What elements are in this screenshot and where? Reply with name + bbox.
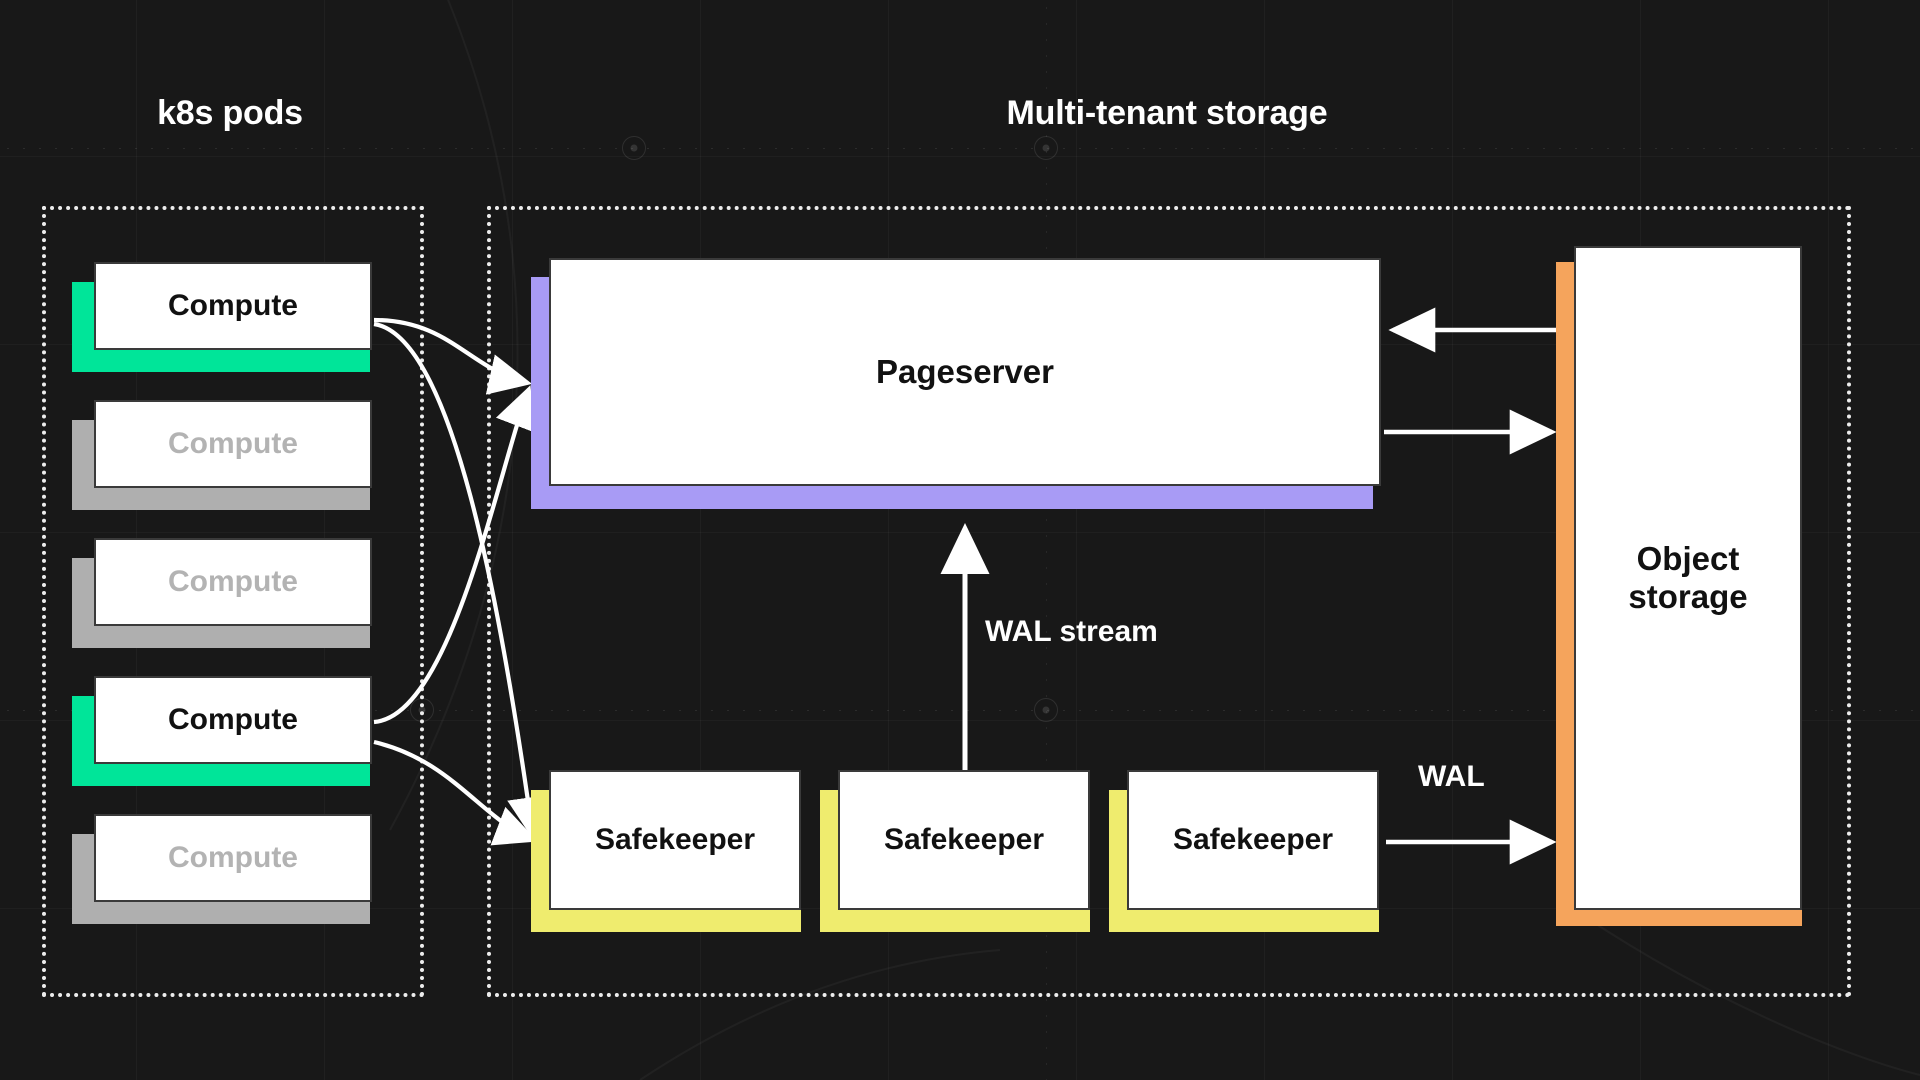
- safekeeper-node-3[interactable]: Safekeeper: [1127, 770, 1379, 910]
- safekeeper-accent-left: [1109, 790, 1131, 932]
- compute-accent-bottom: [72, 626, 370, 648]
- object-storage-label: Object storage: [1628, 539, 1748, 615]
- safekeeper-node-2[interactable]: Safekeeper: [838, 770, 1090, 910]
- compute-node-5[interactable]: Compute: [94, 814, 372, 902]
- compute-node-label: Compute: [168, 288, 298, 322]
- edge-compute1-to-safekeeper: [373, 321, 549, 841]
- compute-node-label: Compute: [168, 564, 298, 598]
- compute-accent-bottom: [72, 764, 370, 786]
- k8s-pods-container: [42, 206, 424, 997]
- compute-accent-left: [72, 282, 94, 372]
- safekeeper-accent-bottom: [1109, 910, 1379, 932]
- compute-node-label: Compute: [168, 426, 298, 460]
- pageserver-accent-bottom: [531, 486, 1373, 509]
- compute-accent-left: [72, 834, 94, 924]
- pageserver-node[interactable]: Pageserver: [549, 258, 1381, 486]
- object-storage-node[interactable]: Object storage: [1574, 246, 1802, 910]
- safekeeper-label: Safekeeper: [1172, 822, 1334, 856]
- compute-accent-left: [72, 558, 94, 648]
- compute-accent-bottom: [72, 902, 370, 924]
- safekeeper-accent-bottom: [531, 910, 801, 932]
- object-storage-accent-left: [1556, 262, 1578, 926]
- edge-compute4-to-safekeeper: [373, 739, 538, 846]
- safekeeper-label: Safekeeper: [883, 822, 1045, 856]
- pageserver-accent-left: [531, 277, 554, 509]
- compute-accent-bottom: [72, 350, 370, 372]
- safekeeper-label: Safekeeper: [594, 822, 756, 856]
- pageserver-label: Pageserver: [876, 352, 1054, 390]
- compute-node-4[interactable]: Compute: [94, 676, 372, 764]
- safekeeper-node-1[interactable]: Safekeeper: [549, 770, 801, 910]
- safekeeper-accent-bottom: [820, 910, 1090, 932]
- compute-node-2[interactable]: Compute: [94, 400, 372, 488]
- edge-compute4-to-pageserver: [373, 385, 535, 725]
- edge-compute1-to-pageserver: [373, 317, 533, 395]
- safekeeper-accent-left: [820, 790, 842, 932]
- compute-node-label: Compute: [168, 702, 298, 736]
- edge-label-wal-stream: WAL stream: [985, 615, 1158, 648]
- compute-accent-left: [72, 420, 94, 510]
- group-title-storage: Multi-tenant storage: [1006, 94, 1328, 132]
- compute-node-1[interactable]: Compute: [94, 262, 372, 350]
- compute-accent-bottom: [72, 488, 370, 510]
- compute-node-3[interactable]: Compute: [94, 538, 372, 626]
- compute-accent-left: [72, 696, 94, 786]
- compute-node-label: Compute: [168, 840, 298, 874]
- multi-tenant-storage-container: [487, 206, 1851, 997]
- edge-label-wal: WAL: [1418, 760, 1485, 793]
- group-title-k8s: k8s pods: [157, 94, 303, 132]
